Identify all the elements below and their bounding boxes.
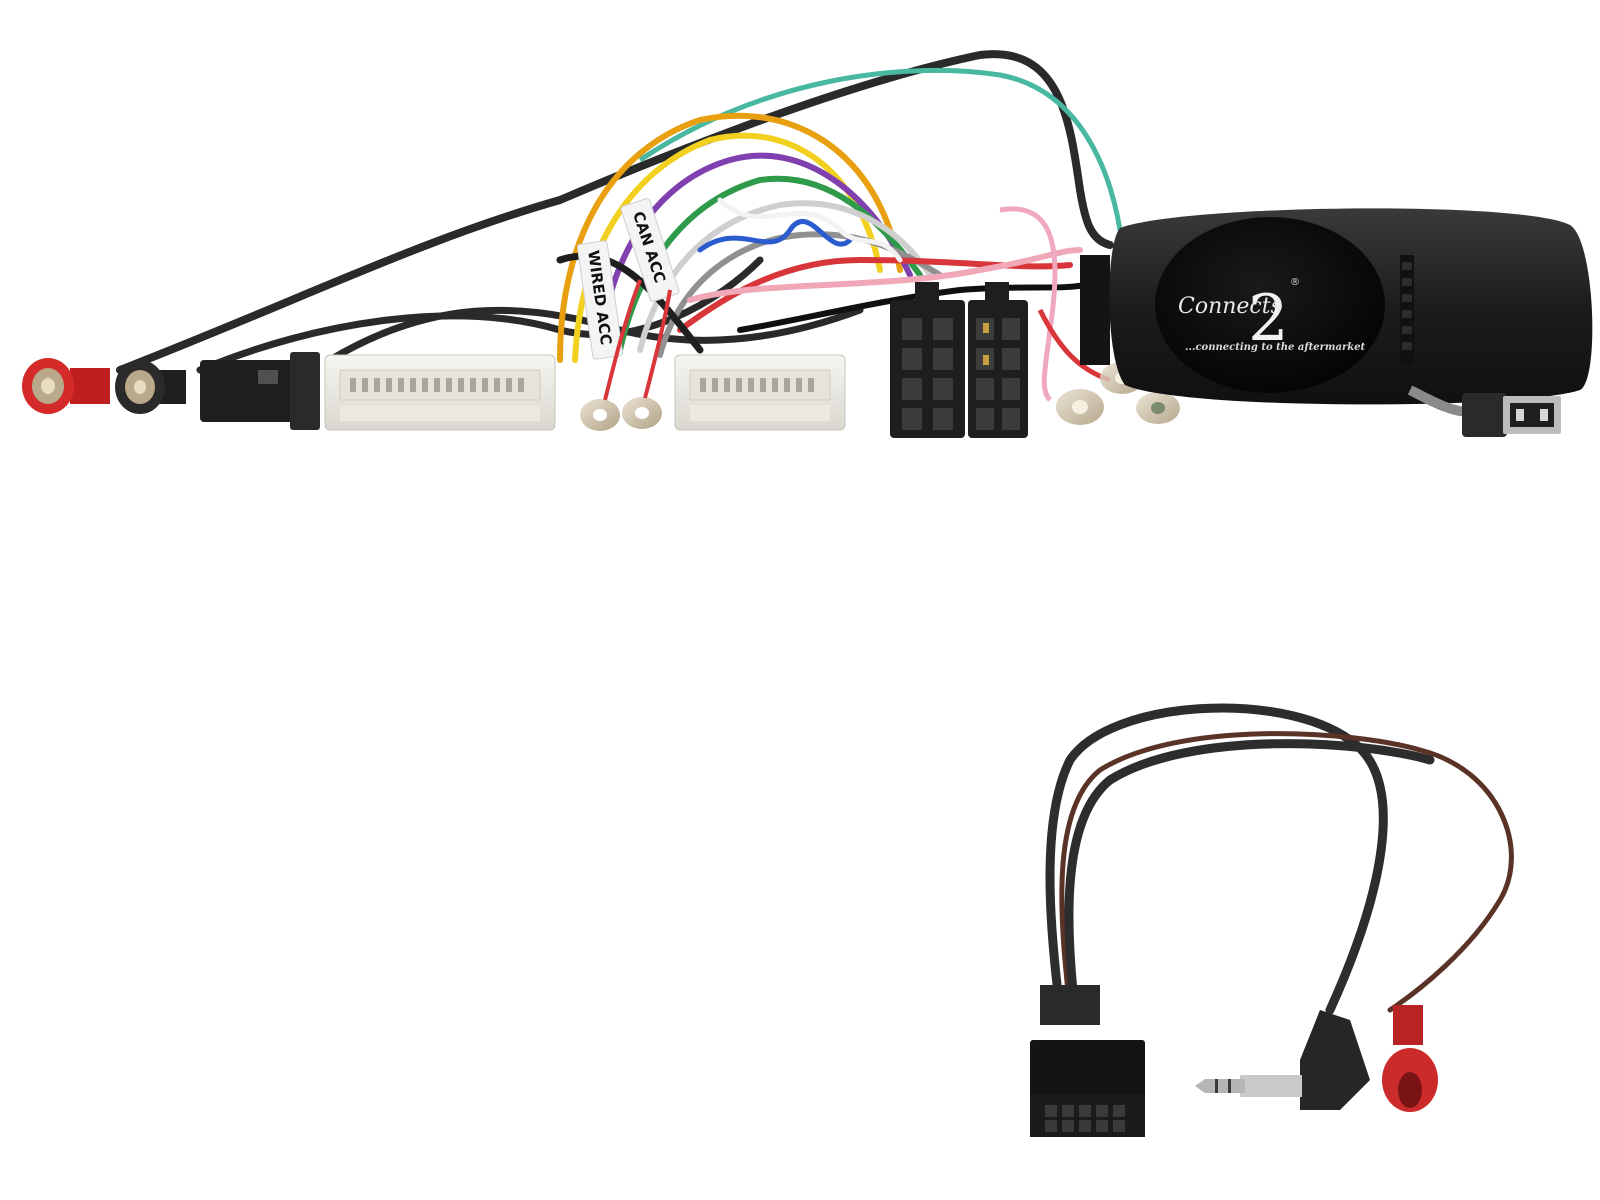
interface-module: 2 ® Connects ...connecting to the afterm…	[1080, 208, 1593, 405]
logo-brand: Connects	[1178, 294, 1282, 319]
teal-wire	[638, 67, 1123, 231]
rca-red-connector	[22, 358, 110, 414]
pink-wire	[999, 206, 1058, 402]
black-cable	[196, 256, 764, 374]
white-vehicle-connector-large	[324, 354, 556, 431]
audio-jack-plug	[1195, 1010, 1370, 1110]
logo-disc	[1155, 217, 1385, 393]
iso-connector-left	[890, 282, 965, 438]
logo-registered-mark: ®	[1290, 277, 1300, 288]
usb-plug	[1407, 385, 1561, 437]
ring-terminals-left	[580, 279, 672, 431]
logo-tagline: ...connecting to the aftermarket	[1185, 342, 1366, 353]
mini-connector	[200, 352, 320, 430]
patch-connector	[1030, 985, 1145, 1137]
logo-numeral: 2	[1248, 282, 1289, 356]
wired-acc-tag: WIRED ACC	[576, 240, 624, 360]
main-harness: CAN ACC WIRED ACC	[22, 50, 1593, 438]
black-cable	[116, 50, 1114, 374]
rca-black-connector	[115, 360, 186, 414]
white-vehicle-connector-small	[674, 354, 846, 431]
steering-control-lead	[1030, 703, 1514, 1137]
iso-connector-right	[968, 282, 1028, 438]
red-bullet-connector	[1382, 1005, 1438, 1112]
